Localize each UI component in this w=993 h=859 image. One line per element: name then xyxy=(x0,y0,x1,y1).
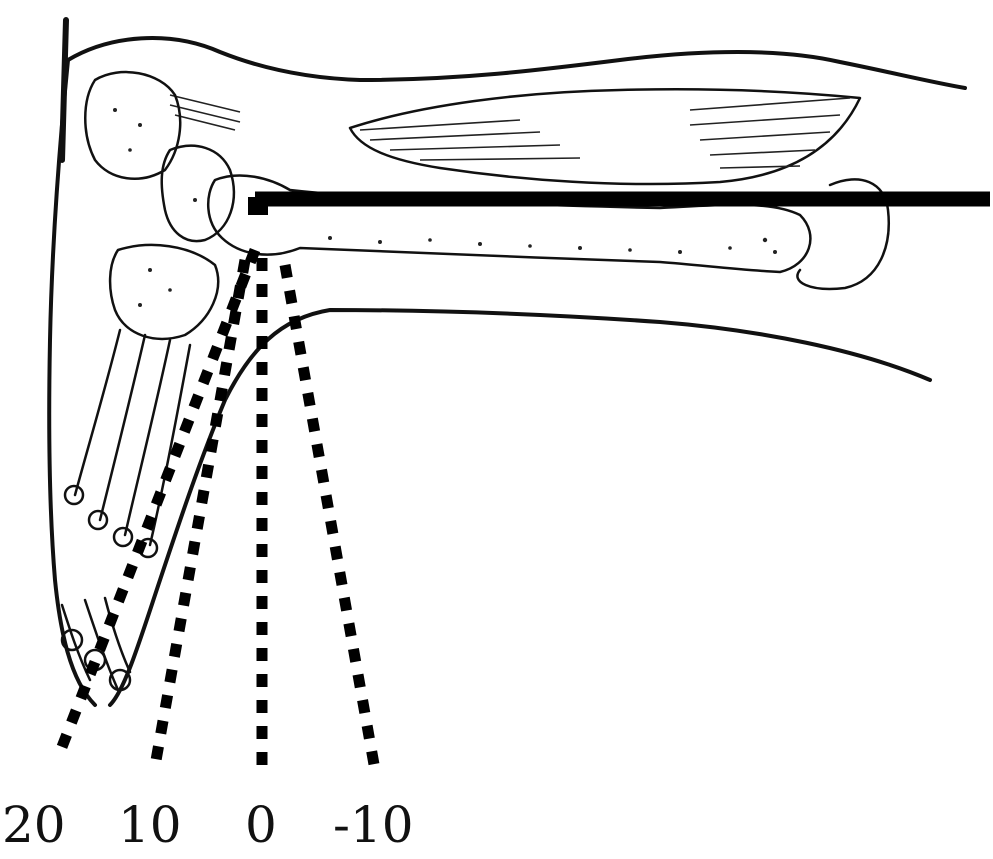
ray-minus-10 xyxy=(285,265,375,770)
phalanges xyxy=(62,598,130,690)
leg-lower-contour xyxy=(110,310,930,705)
calcaneus xyxy=(85,72,180,179)
metatarsal-3 xyxy=(125,340,170,535)
angle-label-10: 10 xyxy=(118,796,182,854)
heel-edge xyxy=(62,20,66,160)
angle-label-0: 0 xyxy=(245,796,277,854)
angle-label-20: 20 xyxy=(2,796,66,854)
ankle-pivot xyxy=(248,197,268,215)
joint-3 xyxy=(114,528,132,546)
joint-2 xyxy=(89,511,107,529)
angle-labels: 20 10 0 -10 xyxy=(2,796,414,854)
calf-muscle xyxy=(170,89,860,184)
angle-label-minus-10: -10 xyxy=(333,796,414,854)
tibia-outline xyxy=(208,175,810,272)
tarsal-block xyxy=(110,245,218,339)
leg-upper-contour xyxy=(68,38,965,88)
foot-specks xyxy=(113,108,197,307)
angle-rays xyxy=(60,250,375,770)
metatarsal-2 xyxy=(100,335,145,520)
muscle-hatching xyxy=(170,95,850,168)
ray-10 xyxy=(155,260,245,766)
